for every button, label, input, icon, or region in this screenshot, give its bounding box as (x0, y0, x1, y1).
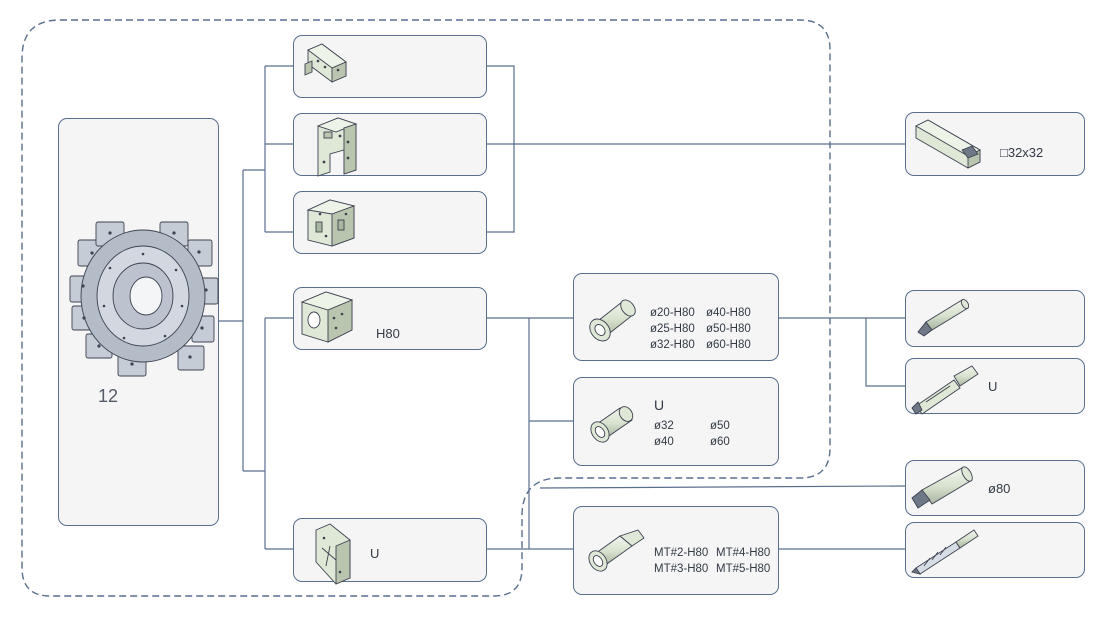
h80-sleeve-spec: ø40-H80 (706, 307, 751, 319)
turret-label: 12 (98, 386, 119, 406)
mt-sleeve-spec: MT#5-H80 (716, 563, 771, 575)
u-sleeve-spec: ø50 (710, 420, 730, 432)
h80-sleeve-spec: ø25-H80 (650, 323, 695, 335)
u-sleeve-spec: ø60 (710, 436, 730, 448)
h80-sleeve-spec: ø50-H80 (706, 323, 751, 335)
mt-sleeve-spec: MT#2-H80 (654, 547, 709, 559)
holder-label-h80: H80 (376, 326, 400, 341)
connector-to-boring-bar-large (539, 485, 906, 489)
tool-box-boring-bar (905, 290, 1085, 347)
u-sleeve-spec: ø32 (654, 420, 674, 432)
boring-bar-large-label: ø80 (988, 481, 1011, 496)
h80-sleeve-spec: ø60-H80 (706, 339, 751, 351)
sleeve-box-u (573, 377, 779, 466)
h80-sleeve-spec: ø20-H80 (650, 307, 695, 319)
holder-label-u: U (370, 546, 380, 561)
tool-box-twist-drill (905, 522, 1085, 578)
u-sleeve-title: U (654, 397, 665, 413)
mt-sleeve-spec: MT#3-H80 (654, 563, 709, 575)
holder-box-block (293, 35, 487, 98)
square-tool-label: □32x32 (1000, 145, 1044, 160)
h80-sleeve-spec: ø32-H80 (650, 339, 695, 351)
tool-box-square (905, 112, 1085, 176)
u-sleeve-spec: ø40 (654, 436, 674, 448)
mt-sleeve-spec: MT#4-H80 (716, 547, 771, 559)
holder-box-slotted (293, 191, 487, 254)
connector-lines (219, 65, 905, 550)
turret-box (58, 118, 219, 526)
holder-box-l-bracket (293, 113, 487, 176)
u-drill-label: U (988, 379, 998, 394)
holder-box-u (293, 518, 487, 582)
